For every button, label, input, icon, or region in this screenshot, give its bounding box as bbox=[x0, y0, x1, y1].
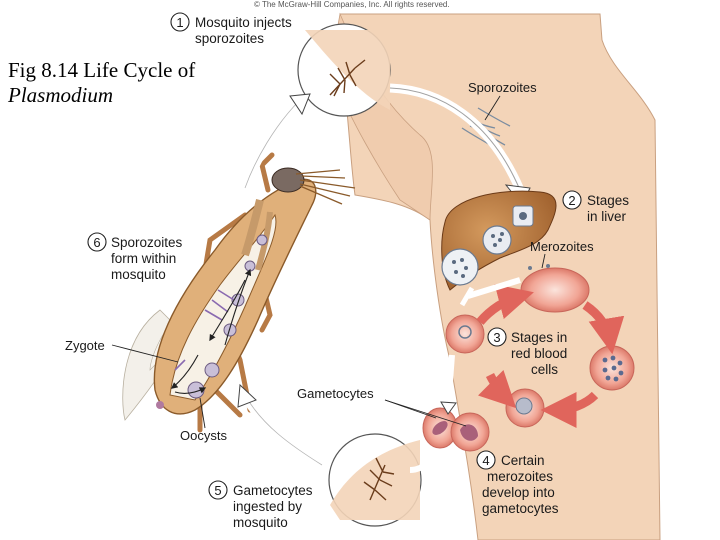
label-sporozoites: Sporozoites bbox=[468, 80, 537, 95]
step-number-markers bbox=[87, 12, 582, 500]
rbc-ring-stage bbox=[445, 314, 485, 354]
step-4-number: 4 bbox=[482, 453, 489, 468]
figure-title-line2: Plasmodium bbox=[8, 83, 113, 107]
rbc-cycle-arrows bbox=[476, 284, 625, 428]
label-zygote: Zygote bbox=[65, 338, 105, 353]
arrow-mosquito-to-bite bbox=[240, 96, 304, 190]
arrow-rbc-to-gametocyte bbox=[445, 354, 455, 409]
step-6-number: 6 bbox=[93, 235, 100, 250]
pointer-merozoites bbox=[541, 253, 546, 269]
step-6-line-1: Sporozoites bbox=[111, 235, 183, 250]
step-6-line-3: mosquito bbox=[111, 267, 166, 282]
arrow-liver-to-merozoites bbox=[467, 277, 521, 299]
pointer-sporozoites bbox=[484, 95, 501, 121]
label-oocysts: Oocysts bbox=[180, 428, 227, 443]
step-2-line-2: in liver bbox=[587, 209, 627, 224]
liver bbox=[441, 190, 557, 291]
arrow-ingestion-to-mosquito bbox=[240, 392, 325, 470]
step-4-line-2: merozoites bbox=[487, 469, 553, 484]
step-3-line-3: cells bbox=[531, 362, 558, 377]
step-1-line-2: sporozoites bbox=[195, 31, 264, 46]
step-5-number: 5 bbox=[214, 483, 221, 498]
mosquito-feeding-magnifier bbox=[328, 433, 422, 527]
label-merozoites: Merozoites bbox=[530, 239, 594, 254]
step-3-line-2: red blood bbox=[511, 346, 567, 361]
step-5-line-1: Gametocytes bbox=[233, 483, 313, 498]
pointer-oocysts bbox=[199, 397, 206, 429]
copyright-notice: © The McGraw-Hill Companies, Inc. All ri… bbox=[254, 0, 450, 9]
step-4-line-4: gametocytes bbox=[482, 501, 559, 516]
figure-title: Fig 8.14 Life Cycle of Plasmodium bbox=[8, 58, 195, 108]
label-gametocytes: Gametocytes bbox=[297, 386, 374, 401]
mosquito-body-diagram bbox=[122, 152, 356, 433]
step-5-line-2: ingested by bbox=[233, 499, 302, 514]
figure-title-line1: Fig 8.14 Life Cycle of bbox=[8, 58, 196, 82]
mosquito-icon bbox=[363, 457, 395, 501]
pointer-gametocytes-2 bbox=[384, 399, 467, 427]
pointer-zygote bbox=[111, 344, 179, 363]
step-6-line-2: form within bbox=[111, 251, 176, 266]
step-4-line-1: Certain bbox=[501, 453, 545, 468]
step-1-number: 1 bbox=[176, 15, 183, 30]
step-2-line-1: Stages bbox=[587, 193, 629, 208]
step-4-line-3: develop into bbox=[482, 485, 555, 500]
rbc-ruptured bbox=[520, 267, 590, 313]
mosquito-bite-magnifier bbox=[297, 23, 391, 117]
step-3-number: 3 bbox=[493, 330, 500, 345]
step-5-line-3: mosquito bbox=[233, 515, 288, 530]
step-2-number: 2 bbox=[568, 193, 575, 208]
mosquito-icon bbox=[329, 59, 366, 97]
step-3-line-1: Stages in bbox=[511, 330, 567, 345]
step-1-line-1: Mosquito injects bbox=[195, 15, 292, 30]
